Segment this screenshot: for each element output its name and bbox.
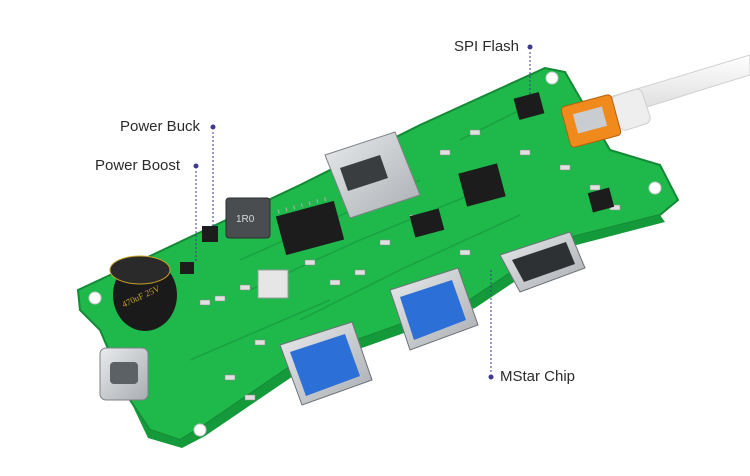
smd-components bbox=[199, 129, 621, 401]
power-boost-label: Power Boost bbox=[95, 157, 181, 174]
power-buck-label: Power Buck bbox=[120, 118, 201, 135]
mount-hole bbox=[88, 291, 102, 305]
ic-chip bbox=[257, 269, 289, 299]
usb-a-port-1 bbox=[279, 321, 373, 406]
pcb-board bbox=[76, 66, 680, 448]
callout-mstar-chip bbox=[488, 270, 494, 380]
power-buck-chip bbox=[202, 226, 218, 242]
ic-chip bbox=[587, 187, 615, 213]
electrolytic-capacitor: 470uF 25V bbox=[109, 255, 177, 331]
ic-chip bbox=[409, 208, 445, 238]
spi-flash-chip bbox=[513, 92, 545, 120]
mount-hole bbox=[648, 181, 662, 195]
mount-hole bbox=[545, 71, 559, 85]
callout-power-boost bbox=[193, 163, 199, 262]
callout-spi-flash bbox=[527, 44, 533, 95]
mstar-chip bbox=[458, 163, 506, 207]
sd-card-slot bbox=[324, 131, 421, 219]
spi-flash-label: SPI Flash bbox=[454, 38, 520, 55]
hdmi-port bbox=[499, 231, 586, 293]
usb-c-port bbox=[99, 347, 149, 401]
mount-hole bbox=[193, 423, 207, 437]
mstar-chip-label: MStar Chip bbox=[500, 368, 576, 385]
inductor-silkscreen: 1R0 bbox=[236, 214, 255, 225]
usb-a-port-2 bbox=[389, 267, 479, 351]
hub-controller-chip bbox=[275, 197, 345, 256]
power-boost-chip bbox=[180, 262, 194, 274]
power-buck-inductor: 1R0 bbox=[225, 197, 271, 239]
orange-connector bbox=[560, 94, 622, 148]
callout-power-buck bbox=[210, 124, 216, 226]
